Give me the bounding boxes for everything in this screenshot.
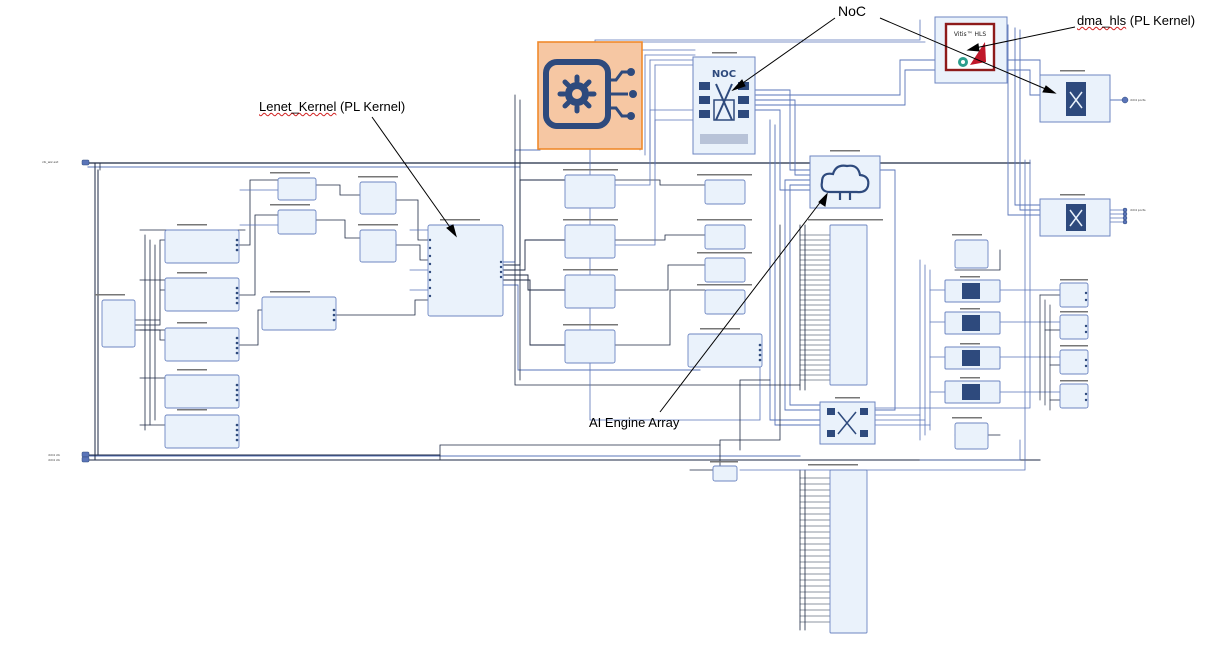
svg-text:ddr4 ports: ddr4 ports — [1130, 208, 1146, 212]
gpio-block — [165, 375, 239, 408]
noc-label: NOC — [712, 69, 736, 80]
cips-block — [538, 42, 642, 149]
dma-block — [565, 330, 615, 363]
engine-block — [278, 210, 316, 234]
dma-block — [565, 175, 615, 208]
noc-right-block — [1040, 199, 1110, 236]
gpio-block — [262, 297, 336, 330]
engine-block — [360, 230, 396, 262]
gpio-block — [165, 278, 239, 311]
callout-dma-hls-desc: (PL Kernel) — [1126, 13, 1195, 28]
callout-lenet-desc: (PL Kernel) — [336, 99, 405, 114]
gpio-block — [688, 334, 762, 367]
reset-block — [102, 300, 135, 347]
noc-center-block: NOC — [693, 57, 755, 154]
callout-dma-hls-name: dma_hls — [1077, 13, 1126, 28]
svg-text:ddr4 clk: ddr4 clk — [48, 458, 60, 462]
small-block — [713, 466, 737, 481]
gpio-block — [165, 415, 239, 448]
dma-block — [705, 180, 745, 204]
svg-text:clk_wiz ext: clk_wiz ext — [42, 160, 59, 164]
interconnect-block — [830, 470, 867, 633]
gpio-block — [165, 328, 239, 361]
output-block — [1060, 283, 1088, 307]
callout-ai-engine: AI Engine Array — [589, 415, 679, 430]
dma-block — [705, 290, 745, 314]
gpio-block — [165, 230, 239, 263]
engine-block — [360, 182, 396, 214]
dma-block — [705, 225, 745, 249]
engine-block — [278, 178, 316, 200]
dma-block — [565, 225, 615, 258]
svg-text:ddr4 clk: ddr4 clk — [48, 453, 60, 457]
output-block — [1060, 315, 1088, 339]
noc-slr-block — [820, 402, 875, 444]
callout-lenet-kernel: Lenet_Kernel (PL Kernel) — [259, 99, 405, 114]
dma-block — [565, 275, 615, 308]
vitis-label: Vitis™ HLS — [954, 31, 987, 38]
small-block — [955, 423, 988, 449]
output-block — [1060, 350, 1088, 374]
callout-dma-hls: dma_hls (PL Kernel) — [1077, 13, 1195, 28]
interconnect-block — [830, 225, 867, 385]
output-block — [1060, 384, 1088, 408]
callout-lenet-name: Lenet_Kernel — [259, 99, 336, 114]
dma-block — [705, 258, 745, 282]
small-block — [955, 240, 988, 268]
lenet-kernel-block — [428, 225, 503, 316]
callout-noc: NoC — [838, 3, 866, 19]
noc-right-block — [1040, 75, 1110, 122]
svg-text:ddr4 ports: ddr4 ports — [1130, 98, 1146, 102]
